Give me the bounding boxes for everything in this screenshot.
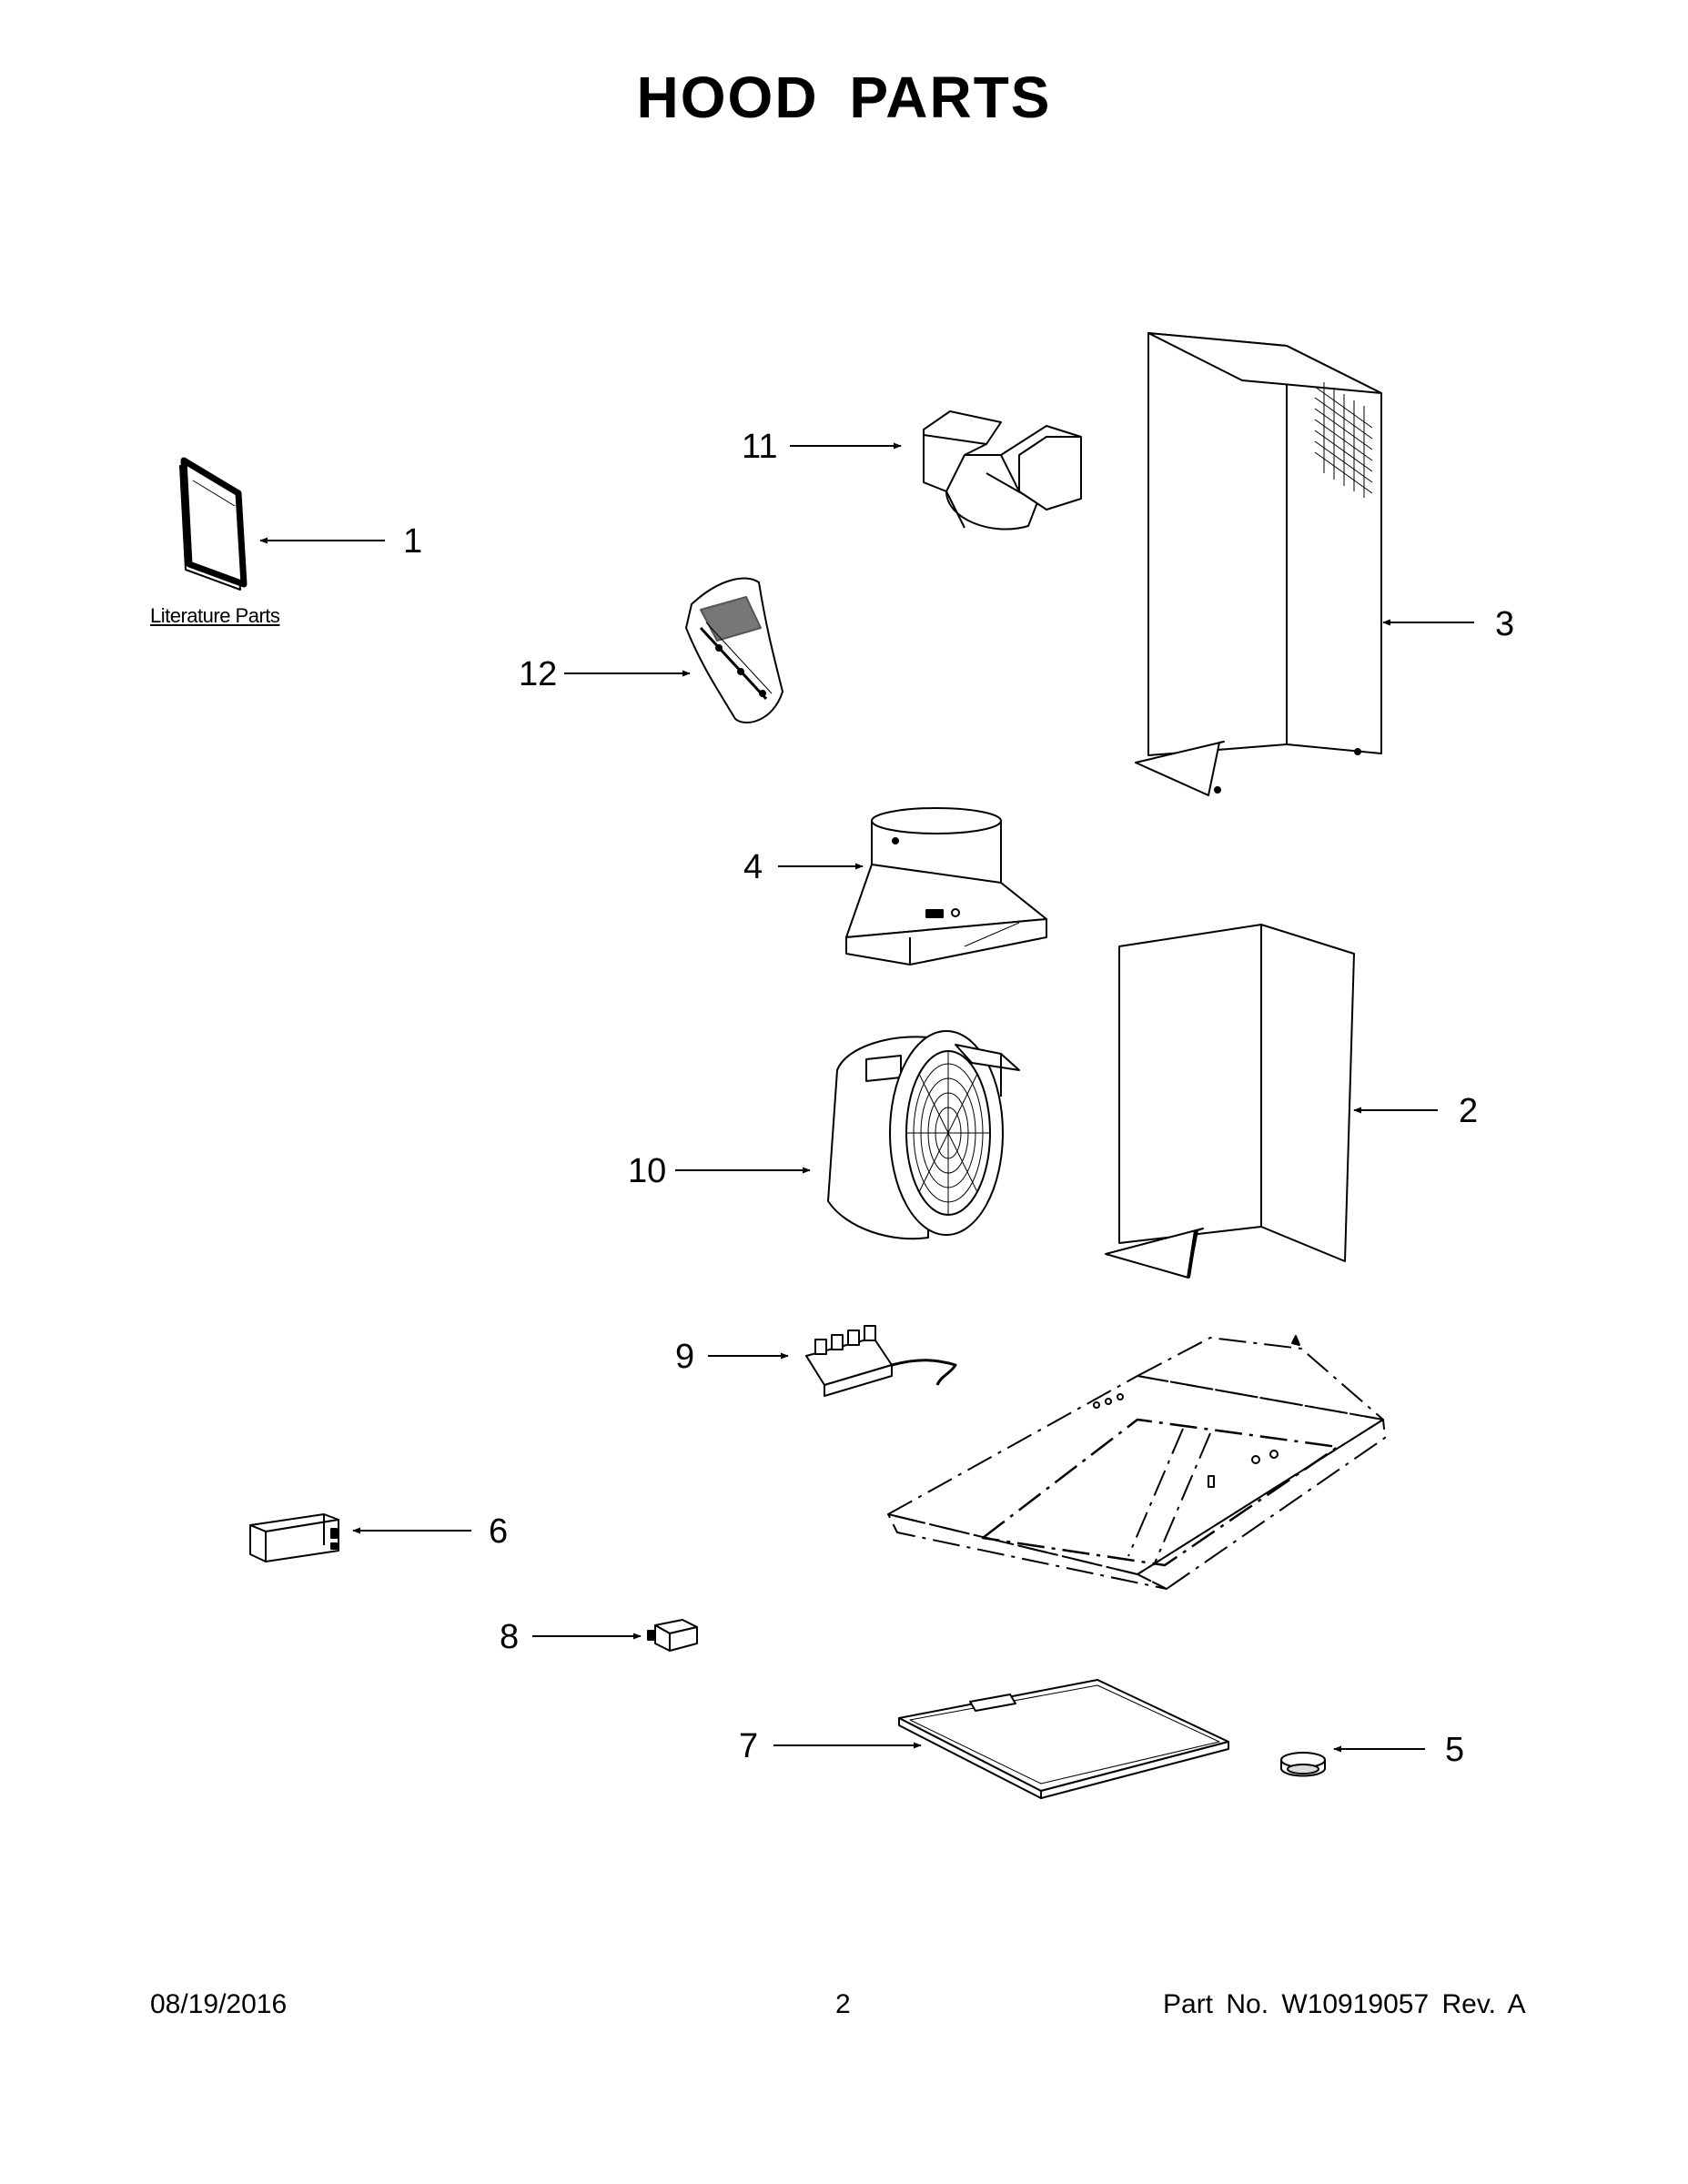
callout-4: 4 [743,848,763,886]
callout-7: 7 [739,1727,759,1765]
callout-11: 11 [742,428,778,466]
leader-arrows [259,442,1474,1753]
switch-block-icon [647,1619,698,1652]
grease-filter-icon [898,1679,1229,1799]
callout-10: 10 [628,1152,667,1190]
callout-6: 6 [489,1512,509,1551]
duct-transition-icon [923,410,1082,531]
callout-12: 12 [519,655,558,693]
mounting-hardware-bag-icon [685,577,783,723]
hood-canopy-icon [887,1337,1386,1590]
callout-9: 9 [675,1338,695,1376]
footer-page-number: 2 [835,1989,851,2019]
callout-3: 3 [1495,605,1515,643]
light-lens-icon [1280,1752,1326,1777]
literature-booklet-icon [179,457,248,591]
callout-1: 1 [403,522,423,561]
callout-2: 2 [1459,1092,1479,1130]
literature-parts-label: Literature Parts [150,604,280,627]
footer-part-number: Part No. W10919057 Rev. A [1163,1989,1526,2019]
power-module-icon [249,1513,339,1562]
blower-motor-icon [827,1030,1020,1240]
page-title: HOOD PARTS [636,65,1052,130]
upper-chimney-cover-icon [1135,332,1382,796]
control-switch-assembly-icon [805,1325,957,1397]
callout-5: 5 [1445,1731,1465,1769]
footer-date: 08/19/2016 [150,1989,288,2019]
lower-chimney-cover-icon [1105,924,1355,1279]
callout-8: 8 [500,1618,520,1656]
blower-housing-icon [845,807,1047,966]
